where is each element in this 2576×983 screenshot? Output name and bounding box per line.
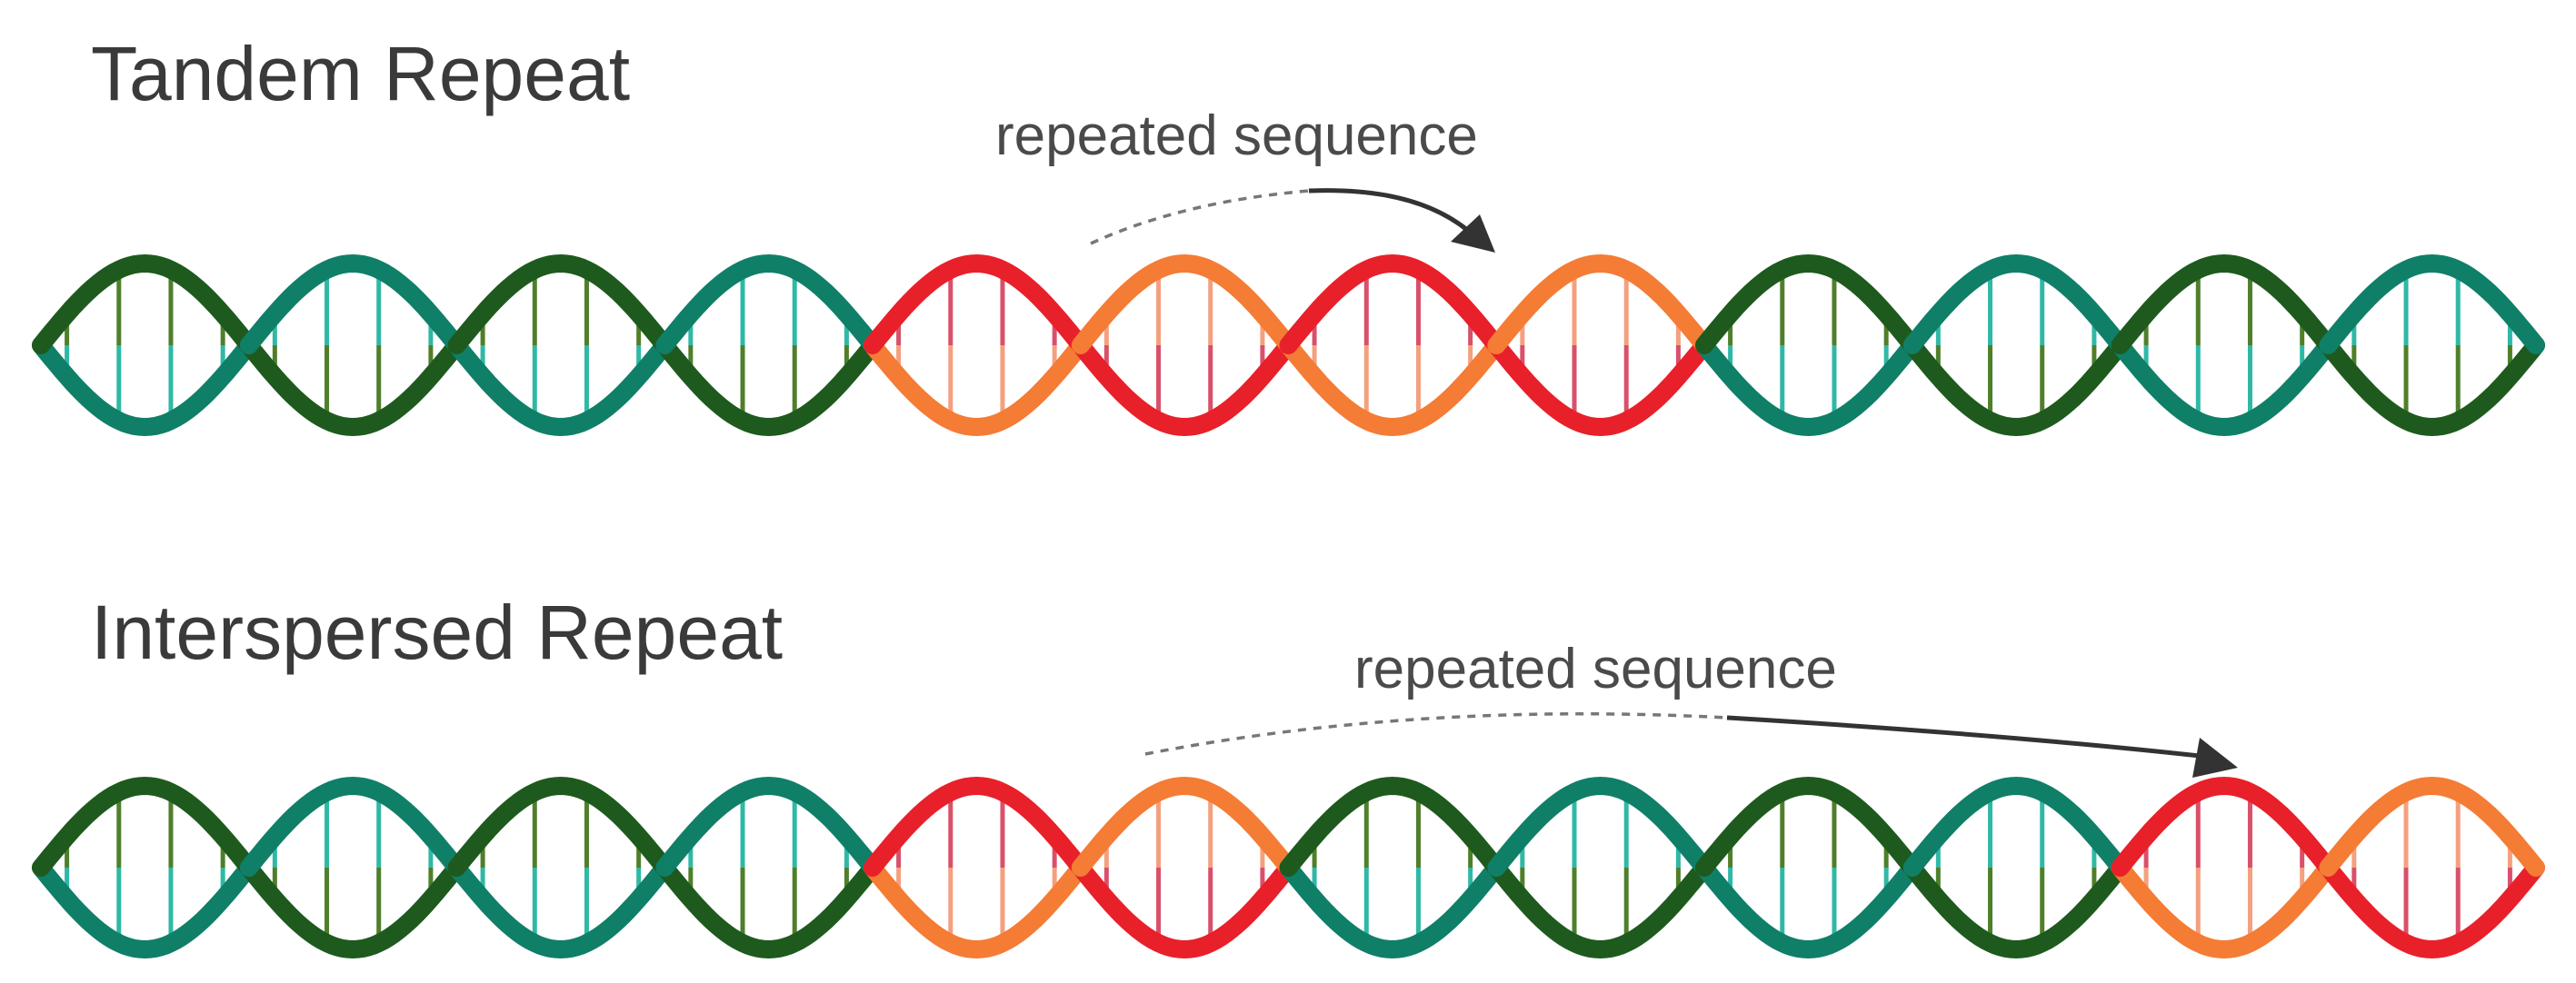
dna-strand-front [1487, 253, 1713, 354]
dna-strand-front [1695, 776, 1922, 877]
dna-strand-back [864, 336, 1090, 437]
interspersed-repeat-helix [32, 776, 2545, 959]
dna-strand-back [239, 336, 466, 437]
interspersed-repeat-annotation: repeated sequence [1354, 638, 1837, 700]
interspersed-repeat-section: Interspersed Repeat repeated sequence [32, 590, 2545, 959]
dna-strand-back [1487, 336, 1713, 437]
dna-strand-back [1695, 859, 1922, 959]
dna-strand-front [2111, 253, 2338, 354]
interspersed-repeat-title: Interspersed Repeat [91, 590, 783, 675]
dna-strand-back [447, 336, 674, 437]
dna-strand-back [2319, 336, 2545, 437]
tandem-repeat-title: Tandem Repeat [91, 31, 630, 116]
interspersed-repeat-helix-strands [32, 776, 2545, 959]
dna-strand-back [447, 859, 674, 959]
dna-strand-back [32, 336, 258, 437]
dna-strand-front [2319, 776, 2545, 877]
dna-strand-back [1279, 336, 1506, 437]
tandem-arrow-head [1451, 214, 1495, 253]
dna-strand-back [2111, 336, 2338, 437]
dna-strand-front [655, 253, 882, 354]
tandem-arrow-curve [1308, 188, 1474, 236]
interspersed-arrow-head [2192, 738, 2238, 778]
dna-strand-front [1487, 776, 1713, 877]
dna-strand-front [864, 253, 1090, 354]
dna-strand-front [1902, 776, 2130, 877]
dna-strand-front [32, 253, 258, 354]
dna-strand-back [1071, 336, 1298, 437]
tandem-repeat-helix-base-pairs [65, 278, 2512, 412]
dna-strand-front [447, 776, 674, 877]
dna-strand-front [655, 776, 882, 877]
dna-strand-front [1279, 776, 1506, 877]
dna-strand-front [239, 776, 466, 877]
dna-strand-front [864, 776, 1090, 877]
dna-strand-back [239, 859, 466, 959]
dna-strand-back [1902, 336, 2130, 437]
interspersed-dashed-arrow-start [1144, 711, 1728, 756]
dna-strand-front [239, 253, 466, 354]
dna-strand-back [1695, 336, 1922, 437]
tandem-repeat-annotation: repeated sequence [995, 104, 1478, 167]
dna-strand-back [2319, 859, 2545, 959]
dna-strand-front [1071, 253, 1298, 354]
dna-strand-front [1071, 776, 1298, 877]
dna-strand-back [655, 859, 882, 959]
dna-strand-front [2319, 253, 2545, 354]
tandem-repeat-helix-strands [32, 253, 2545, 437]
dna-strand-front [1695, 253, 1922, 354]
dna-strand-back [655, 336, 882, 437]
tandem-dashed-arrow-start [1090, 189, 1310, 245]
dna-strand-back [864, 859, 1090, 959]
dna-strand-front [2111, 776, 2338, 877]
dna-strand-front [1279, 253, 1506, 354]
tandem-repeat-helix [32, 253, 2545, 437]
dna-strand-back [1279, 859, 1506, 959]
dna-strand-back [1071, 859, 1298, 959]
dna-strand-front [447, 253, 674, 354]
dna-strand-back [2111, 859, 2338, 959]
dna-strand-back [32, 859, 258, 959]
tandem-repeat-section: Tandem Repeat repeated sequence [32, 31, 2545, 437]
interspersed-arrow-curve [1726, 715, 2201, 759]
dna-strand-front [32, 776, 258, 877]
dna-strand-back [1487, 859, 1713, 959]
dna-strand-front [1902, 253, 2130, 354]
dna-strand-back [1902, 859, 2130, 959]
